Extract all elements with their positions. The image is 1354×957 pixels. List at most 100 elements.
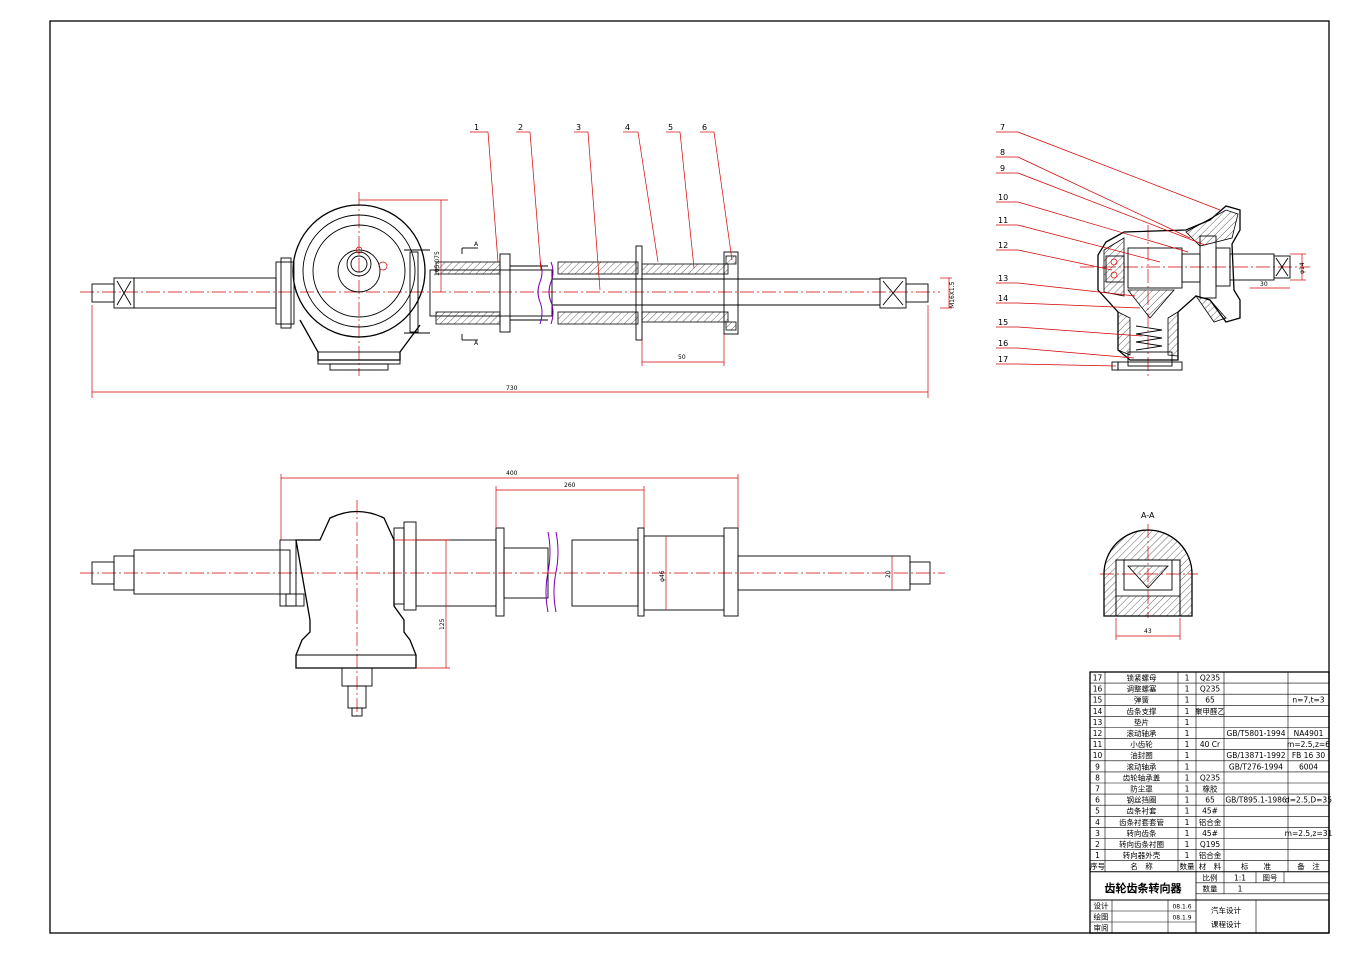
callout-9: 9 xyxy=(1000,164,1005,173)
bom-row-7-no: 7 xyxy=(1095,785,1100,794)
bom-row-8-material: Q235 xyxy=(1200,773,1220,782)
bom-row-10-name: 油封圈 xyxy=(1130,750,1153,760)
bom-row-3-material: 45# xyxy=(1202,829,1218,838)
bom-row-17-qty: 1 xyxy=(1185,674,1190,683)
bom-row-12-no: 12 xyxy=(1093,729,1103,738)
bom-row-14-name: 齿条支撑 xyxy=(1127,706,1157,716)
bom-header-material: 材 料 xyxy=(1199,861,1222,871)
bom-row-17-material: Q235 xyxy=(1200,674,1220,683)
date-2: 08.1.9 xyxy=(1172,915,1191,922)
course-2: 课程设计 xyxy=(1211,919,1241,929)
dim-shaft-dia: φ14 xyxy=(1299,262,1306,274)
bom-row-3-qty: 1 xyxy=(1185,829,1190,838)
bom-row-16-no: 16 xyxy=(1093,685,1103,694)
bom-row-4-qty: 1 xyxy=(1185,818,1190,827)
bom-row-14-no: 14 xyxy=(1093,707,1103,716)
bom-header-qty: 数量 xyxy=(1180,861,1196,871)
callout-6: 6 xyxy=(702,123,707,132)
callout-15: 15 xyxy=(998,318,1008,327)
bom-row-12-note: NA4901 xyxy=(1294,729,1324,738)
scale-value: 1:1 xyxy=(1234,873,1246,882)
bom-row-6-standard: GB/T895.1-1986 xyxy=(1225,796,1287,805)
side-callouts: 7 8 9 10 11 12 13 14 15 16 17 xyxy=(996,123,1221,367)
bom-row-17-no: 17 xyxy=(1093,674,1103,683)
bom-row-7-name: 防尘罩 xyxy=(1130,784,1153,794)
course-1: 汽车设计 xyxy=(1211,905,1241,915)
callout-7: 7 xyxy=(1000,123,1005,132)
bom-row-7-material: 橡胶 xyxy=(1203,784,1219,794)
callout-2: 2 xyxy=(518,123,523,132)
callout-12: 12 xyxy=(998,241,1008,250)
bom-row-5-no: 5 xyxy=(1095,807,1100,816)
callout-14: 14 xyxy=(998,294,1008,303)
dim-50: 50 xyxy=(678,354,686,361)
bom-header-note: 备 注 xyxy=(1297,861,1320,871)
bom-row-6-name: 钢丝挡圈 xyxy=(1127,795,1157,805)
scale-label: 比例 xyxy=(1203,872,1218,882)
bom-row-16-material: Q235 xyxy=(1200,685,1220,694)
bom-row-10-no: 10 xyxy=(1093,751,1103,760)
section-mark-top: A xyxy=(474,241,479,248)
bom-row-11-note: m=2.5,z=6 xyxy=(1287,740,1330,749)
bom-row-12-name: 滚动轴承 xyxy=(1127,728,1157,738)
callout-3: 3 xyxy=(576,123,581,132)
bom-row-15-qty: 1 xyxy=(1185,696,1190,705)
bom-row-9-standard: GB/T276-1994 xyxy=(1229,762,1283,771)
top-callouts: 1 2 3 4 5 6 xyxy=(470,123,733,291)
callout-11: 11 xyxy=(998,216,1008,225)
bom-row-8-qty: 1 xyxy=(1185,773,1190,782)
bom-row-15-material: 65 xyxy=(1205,696,1215,705)
bom-row-6-material: 65 xyxy=(1205,796,1215,805)
bom-row-9-qty: 1 xyxy=(1185,762,1190,771)
dim-width-43: 43 xyxy=(1144,628,1152,635)
date-1: 08.1.6 xyxy=(1172,904,1191,911)
bom-row-6-no: 6 xyxy=(1095,796,1100,805)
bom-row-16-name: 调整螺塞 xyxy=(1127,684,1157,694)
bom-row-6-qty: 1 xyxy=(1185,796,1190,805)
top-view: A A 1 2 3 4 5 6 730 50 105.075 xyxy=(80,123,956,398)
bom-row-2-material: Q195 xyxy=(1200,840,1220,849)
bom-row-4-material: 铝合金 xyxy=(1199,817,1222,827)
bom-row-5-qty: 1 xyxy=(1185,807,1190,816)
design-label: 设计 xyxy=(1094,901,1110,911)
bom-row-11-name: 小齿轮 xyxy=(1130,739,1153,749)
bom-header-name: 名 称 xyxy=(1130,861,1153,871)
dim-400: 400 xyxy=(506,470,518,477)
bom-row-9-no: 9 xyxy=(1095,762,1100,771)
bom-row-5-material: 45# xyxy=(1202,807,1218,816)
bom-row-13-qty: 1 xyxy=(1185,718,1190,727)
bom-row-15-name: 弹簧 xyxy=(1134,695,1150,705)
dim-height-125: 125 xyxy=(439,618,446,630)
bom-row-4-name: 齿条衬套套管 xyxy=(1119,817,1164,827)
bom-row-13-name: 垫片 xyxy=(1134,717,1149,727)
qty-label: 数量 xyxy=(1203,883,1219,893)
dim-dia-46: φ46 xyxy=(659,570,666,582)
bom-row-8-no: 8 xyxy=(1095,773,1100,782)
review-label: 审阅 xyxy=(1094,923,1109,933)
dim-30: 30 xyxy=(1260,281,1268,288)
bom-row-16-qty: 1 xyxy=(1185,685,1190,694)
dim-thread: M16X1.5 xyxy=(949,281,956,308)
dim-center-height: 105.075 xyxy=(434,251,441,276)
bom-row-2-qty: 1 xyxy=(1185,840,1190,849)
drawing-border xyxy=(49,20,1330,934)
qty-value: 1 xyxy=(1238,884,1243,893)
title-block-name: 齿轮齿条转向器 xyxy=(1105,881,1183,895)
callout-17: 17 xyxy=(998,355,1008,364)
bom-row-1-name: 转向器外壳 xyxy=(1123,850,1161,860)
side-view: 7 8 9 10 11 12 13 14 15 16 17 30 xyxy=(996,123,1310,378)
bom-row-2-no: 2 xyxy=(1095,840,1100,849)
bom-row-4-no: 4 xyxy=(1095,818,1100,827)
callout-1: 1 xyxy=(474,123,479,132)
dim-overall: 730 xyxy=(506,385,518,392)
callout-4: 4 xyxy=(625,123,630,132)
bom-row-11-material: 40 Cr xyxy=(1200,740,1221,749)
callout-10: 10 xyxy=(998,193,1008,202)
section-view: A-A 43 xyxy=(1100,511,1198,640)
bom-row-12-standard: GB/T5801-1994 xyxy=(1227,729,1286,738)
bom-row-11-qty: 1 xyxy=(1185,740,1190,749)
drawing-no-label: 图号 xyxy=(1263,873,1278,882)
bom-row-6-note: d=2.5,D=35 xyxy=(1285,796,1332,805)
bom-row-3-name: 转向齿条 xyxy=(1127,828,1157,838)
